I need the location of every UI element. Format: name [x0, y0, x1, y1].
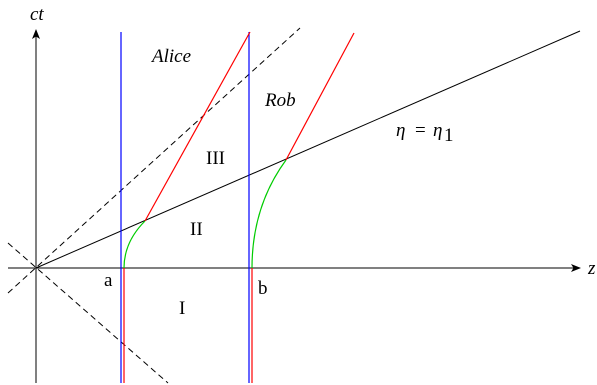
rob-label: Rob — [264, 90, 296, 111]
worldline-a-accelerated-future — [144, 31, 251, 222]
ct-axis-label: ct — [30, 4, 44, 25]
eta-symbol: η — [396, 120, 405, 141]
eta-equals-sign: = — [415, 120, 426, 141]
eta-equation-label: η = η 1 — [396, 120, 454, 146]
light-cone-past — [7, 242, 169, 384]
region-1-label: I — [179, 298, 185, 319]
region-2-label: II — [190, 219, 203, 240]
region-3-label: III — [206, 148, 225, 169]
worldline-a-hyperbola — [123, 220, 146, 269]
light-cone-future — [7, 27, 301, 294]
eta-subscript: 1 — [444, 125, 454, 146]
point-a-label: a — [104, 270, 113, 291]
worldline-b-accelerated-future — [285, 32, 355, 161]
worldline-b-hyperbola — [251, 159, 287, 269]
eta-value: η — [433, 120, 442, 141]
eta-simultaneity-line — [35, 30, 581, 269]
alice-label: Alice — [150, 46, 191, 67]
point-b-label: b — [258, 278, 268, 299]
z-axis-label: z — [587, 258, 596, 279]
